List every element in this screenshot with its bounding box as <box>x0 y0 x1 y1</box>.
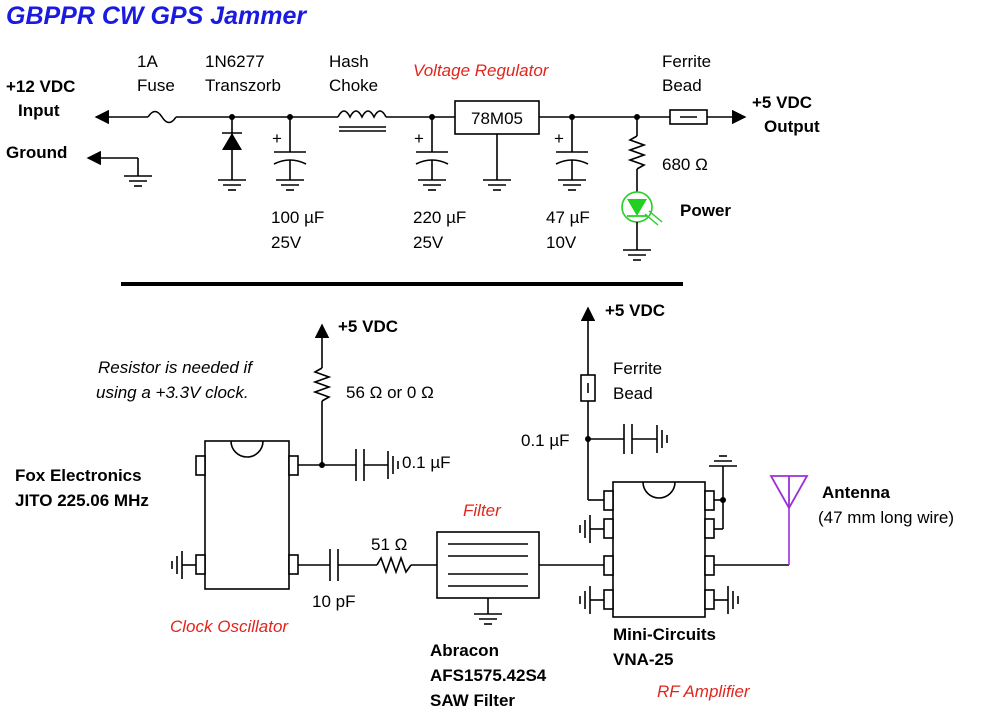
input-label: +12 VDC <box>6 77 75 96</box>
c3-voltage: 10V <box>546 233 577 252</box>
fuse-symbol <box>147 110 177 124</box>
regulator-part-label: 78M05 <box>471 109 523 128</box>
regulator-section-label: Voltage Regulator <box>413 61 550 80</box>
filter-name-2: AFS1575.42S4 <box>430 666 547 685</box>
amp-cap-value: 0.1 µF <box>521 431 570 450</box>
c2-value: 220 µF <box>413 208 466 227</box>
power-bead-label-2: Bead <box>662 76 702 95</box>
oscillator-name-2: JITO 225.06 MHz <box>15 491 149 510</box>
tvs-part: 1N6277 <box>205 52 265 71</box>
filter-name: Abracon <box>430 641 499 660</box>
rf-bead-label: Ferrite <box>613 359 662 378</box>
fuse-rating: 1A <box>137 52 158 71</box>
led-resistor-value: 680 Ω <box>662 155 708 174</box>
pullup-resistor <box>312 367 332 402</box>
tvs-label: Transzorb <box>205 76 281 95</box>
resistor-note: Resistor is needed if <box>98 358 254 377</box>
osc-vdc-label: +5 VDC <box>338 317 398 336</box>
clock-oscillator-section-label: Clock Oscillator <box>170 617 289 636</box>
antenna-symbol <box>769 475 809 510</box>
rf-section <box>171 306 809 625</box>
antenna-label: Antenna <box>822 483 891 502</box>
oscillator-name: Fox Electronics <box>15 466 142 485</box>
series-resistor <box>376 555 412 575</box>
coupling-cap-value: 10 pF <box>312 592 355 611</box>
rf-amplifier-section-label: RF Amplifier <box>657 682 751 701</box>
output-label-2: Output <box>764 117 820 136</box>
rf-bead-label-2: Bead <box>613 384 653 403</box>
c1-voltage: 25V <box>271 233 302 252</box>
filter-name-3: SAW Filter <box>430 691 515 710</box>
amplifier-name: Mini-Circuits <box>613 625 716 644</box>
power-supply-section <box>86 100 747 261</box>
filter-section-label: Filter <box>463 501 502 520</box>
pullup-resistor-value: 56 Ω or 0 Ω <box>346 383 434 402</box>
hash-choke-symbol <box>337 110 387 119</box>
series-resistor-value: 51 Ω <box>371 535 407 554</box>
c3-value: 47 µF <box>546 208 590 227</box>
c2-voltage: 25V <box>413 233 444 252</box>
c1-plus: + <box>272 129 282 148</box>
resistor-680 <box>627 135 647 170</box>
c2-plus: + <box>414 129 424 148</box>
saw-filter <box>436 531 540 599</box>
ground-label: Ground <box>6 143 67 162</box>
osc-cap-value: 0.1 µF <box>402 453 451 472</box>
fuse-label: Fuse <box>137 76 175 95</box>
rf-amplifier-chip <box>612 481 706 618</box>
c3-plus: + <box>554 129 564 148</box>
output-label: +5 VDC <box>752 93 812 112</box>
choke-label: Hash <box>329 52 369 71</box>
transzorb-diode <box>222 133 242 150</box>
page-title: GBPPR CW GPS Jammer <box>6 2 307 30</box>
power-bead-label: Ferrite <box>662 52 711 71</box>
amplifier-name-2: VNA-25 <box>613 650 673 669</box>
amp-vdc-label: +5 VDC <box>605 301 665 320</box>
input-label-2: Input <box>18 101 60 120</box>
clock-oscillator-chip <box>204 440 290 590</box>
resistor-note-2: using a +3.3V clock. <box>96 383 249 402</box>
c1-value: 100 µF <box>271 208 324 227</box>
led-label: Power <box>680 201 731 220</box>
antenna-note: (47 mm long wire) <box>818 508 954 527</box>
choke-label-2: Choke <box>329 76 378 95</box>
